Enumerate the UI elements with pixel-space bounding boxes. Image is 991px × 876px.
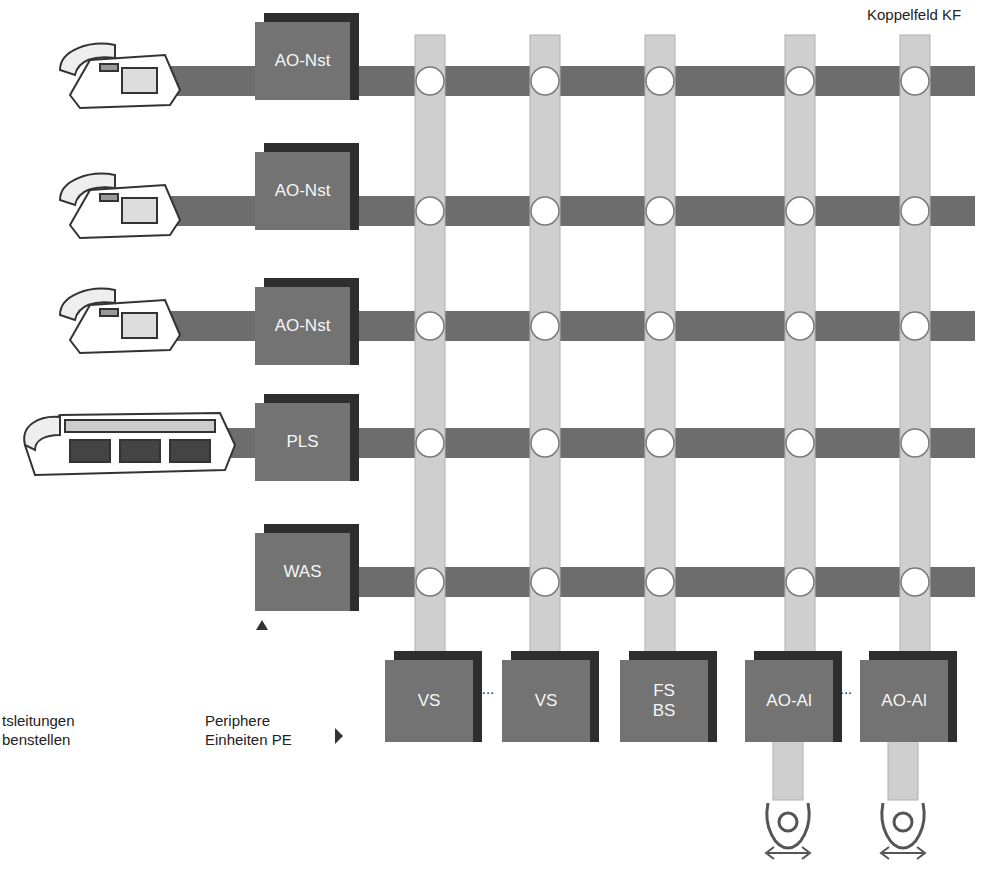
unit-label: PLS <box>286 432 318 452</box>
crosspoint <box>786 67 814 95</box>
crosspoint <box>786 568 814 596</box>
crosspoint <box>531 197 559 225</box>
crosspoint <box>416 67 444 95</box>
unit-label: AO-Nst <box>275 181 331 201</box>
crosspoint <box>901 568 929 596</box>
crosspoint <box>901 67 929 95</box>
crosspoint <box>901 429 929 457</box>
unit-label: FS BS <box>644 681 684 722</box>
peripheral-unit-box: AO-Nst <box>255 22 350 100</box>
peripheral-unit-box: AO-Al <box>745 660 833 742</box>
crosspoint <box>531 429 559 457</box>
crosspoint <box>646 429 674 457</box>
ellipsis-mark: ... <box>832 680 860 699</box>
crosspoint <box>901 197 929 225</box>
unit-label: AO-Al <box>766 691 811 711</box>
peripheral-unit-box: WAS <box>255 533 350 611</box>
crosspoint <box>531 568 559 596</box>
telephones <box>24 44 235 475</box>
posthorn-symbols <box>766 803 925 859</box>
unit-label: AO-Al <box>881 691 926 711</box>
crosspoint <box>786 429 814 457</box>
unit-label: WAS <box>283 562 321 582</box>
unit-label: AO-Nst <box>275 51 331 71</box>
unit-label: AO-Nst <box>275 316 331 336</box>
crosspoint <box>416 312 444 340</box>
horizontal-bands <box>170 66 975 597</box>
vertical-bands <box>415 35 930 800</box>
peripheral-unit-box: VS <box>385 660 473 742</box>
crosspoint <box>786 312 814 340</box>
crosspoint <box>531 312 559 340</box>
peripheral-unit-box: FS BS <box>620 660 708 742</box>
crosspoint <box>416 429 444 457</box>
peripheral-unit-box: AO-Nst <box>255 287 350 365</box>
crosspoint <box>646 312 674 340</box>
matrix-title: Koppelfeld KF <box>867 6 987 25</box>
peripheral-unit-box: AO-Al <box>860 660 948 742</box>
peripheral-unit-box: AO-Nst <box>255 152 350 230</box>
unit-label: VS <box>418 691 441 711</box>
crosspoint <box>531 67 559 95</box>
crosspoint <box>901 312 929 340</box>
unit-label: VS <box>535 691 558 711</box>
crosspoint <box>646 67 674 95</box>
crosspoint <box>786 197 814 225</box>
peripheral-unit-box: PLS <box>255 403 350 481</box>
annotation-label: Periphere Einheiten PE <box>205 712 325 750</box>
pointer-up <box>256 620 268 630</box>
crosspoint <box>646 568 674 596</box>
ellipsis-mark: ... <box>474 680 502 699</box>
crosspoint <box>646 197 674 225</box>
peripheral-unit-box: VS <box>502 660 590 742</box>
pointer-right <box>335 728 343 744</box>
annotation-label: tsleitungen benstellen <box>2 712 102 750</box>
crosspoint <box>416 197 444 225</box>
crosspoint <box>416 568 444 596</box>
crosspoints <box>416 67 929 596</box>
